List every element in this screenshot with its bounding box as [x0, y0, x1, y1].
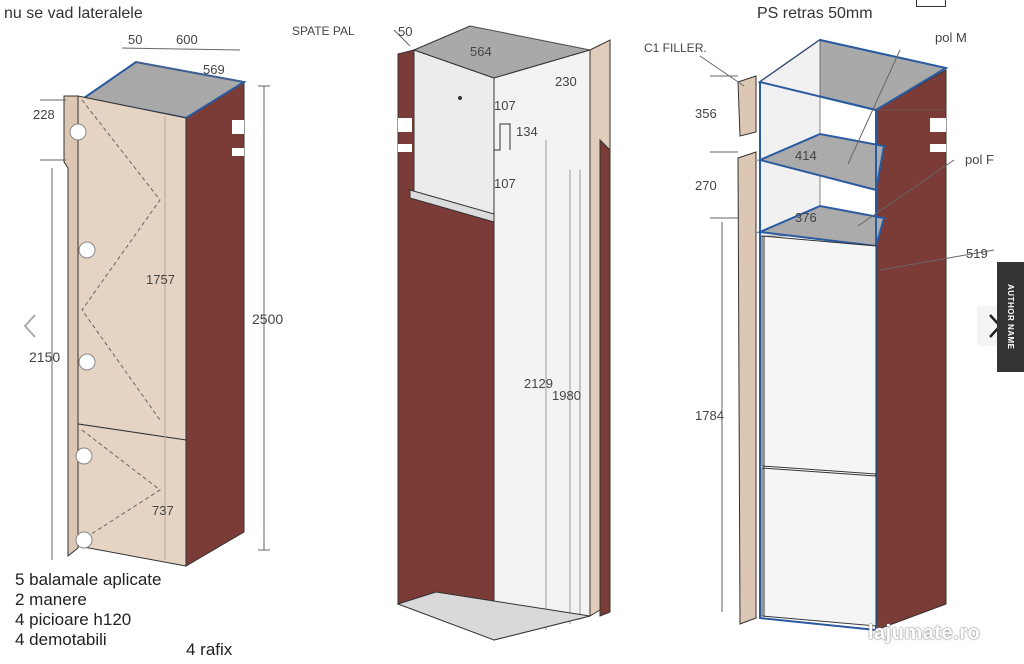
label-c1-filler: C1 FILLER.	[644, 41, 707, 55]
left-cabinet-filler	[63, 95, 79, 558]
middle-front-panel	[493, 49, 591, 641]
dim-356: 356	[695, 106, 717, 121]
label-pol-m: pol M	[935, 30, 967, 45]
watermark: lajumate.ro	[868, 622, 981, 644]
dim-270: 270	[695, 178, 717, 193]
label-spate-pal: SPATE PAL	[292, 24, 355, 38]
dim-600: 600	[176, 32, 198, 47]
side-author-tab[interactable]: AUTHOR NAME	[997, 262, 1024, 372]
dim-376: 376	[795, 210, 817, 225]
dim-107-b: 107	[494, 176, 516, 191]
legend: 5 balamale aplicate 2 manere 4 picioare …	[15, 570, 161, 650]
dim-1784: 1784	[695, 408, 724, 423]
right-filler-upper	[737, 75, 757, 137]
shelf-pol-f	[756, 204, 886, 248]
note-ps-retras: PS retras 50mm	[757, 5, 873, 22]
legend-line: 4 picioare h120	[15, 610, 132, 629]
right-cabinet: C1 FILLER. pol M pol F 356 270 414 376 5…	[644, 30, 995, 632]
dim-1757: 1757	[146, 272, 175, 287]
dim-50-left: 50	[128, 32, 142, 47]
dim-414: 414	[795, 148, 817, 163]
dim-230: 230	[555, 74, 577, 89]
hinge-hole	[75, 447, 93, 465]
hinge-hole	[75, 531, 93, 549]
label-pol-f: pol F	[965, 152, 994, 167]
hinge-hole	[78, 353, 96, 371]
middle-cabinet: SPATE PAL 50 564 230 107 134 107 2129 19…	[292, 24, 611, 641]
dim-569: 569	[203, 62, 225, 77]
right-cabinet-side-panel	[875, 69, 947, 631]
right-filler-lower	[737, 151, 757, 625]
prev-image-button[interactable]	[12, 306, 48, 346]
dim-2500: 2500	[252, 311, 283, 327]
dim-228: 228	[33, 107, 55, 122]
fridge-lower-door	[761, 467, 877, 627]
left-cabinet-lower-door	[77, 423, 187, 567]
note-lateral: nu se vad lateralele	[4, 5, 143, 22]
hinge-hole	[69, 123, 87, 141]
middle-upper-compartment	[413, 49, 495, 217]
side-notch	[232, 148, 244, 156]
dim-134: 134	[516, 124, 538, 139]
hinge-hole	[78, 241, 96, 259]
dim-737: 737	[152, 503, 174, 518]
dim-519: 519	[966, 246, 988, 261]
dim-2129: 2129	[524, 376, 553, 391]
top-marker-box	[916, 0, 946, 7]
left-cabinet-upper-door	[77, 95, 187, 441]
legend-line: 2 manere	[15, 590, 87, 609]
left-cabinet: 50 600 569 228 1757 2500 2150 737	[29, 32, 283, 567]
legend-rafix: 4 rafix	[186, 640, 233, 659]
shelf-pol-m	[756, 132, 886, 192]
dim-2150: 2150	[29, 349, 60, 365]
dim-1980: 1980	[552, 388, 581, 403]
dim-107-a: 107	[494, 98, 516, 113]
fridge-upper-door	[761, 235, 877, 475]
legend-line: 5 balamale aplicate	[15, 570, 162, 589]
legend-line: 4 demotabili	[15, 630, 107, 649]
side-notch	[232, 120, 244, 134]
dim-50-mid: 50	[398, 24, 412, 39]
dim-564: 564	[470, 44, 492, 59]
chevron-left-icon	[23, 314, 36, 338]
